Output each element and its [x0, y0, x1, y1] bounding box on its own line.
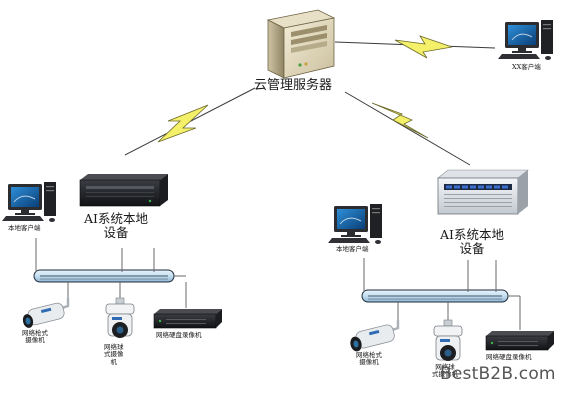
left-client-pc-icon: [2, 182, 56, 222]
left-dome-camera-label: 网络球 式摄像 机: [104, 343, 124, 366]
left-site-cables: [35, 238, 187, 308]
left-network-bus: [33, 269, 175, 283]
remote-client-label: XX客户端: [512, 63, 541, 71]
right-client-label: 本地客户端: [336, 245, 369, 253]
right-nvr-icon: [485, 331, 554, 351]
remote-client-pc-icon: [498, 20, 553, 60]
wireless-link-server-to-remote-client: [334, 35, 496, 59]
right-nvr-label: 网络硬盘录像机: [486, 353, 532, 361]
left-ai-device-label: AI系统本地 设备: [84, 211, 148, 241]
watermark-text: BestB2B.com: [440, 364, 556, 384]
right-dome-camera-label: 网络球 式摄像机: [432, 363, 458, 379]
left-client-label: 本地客户端: [8, 224, 41, 232]
cloud-server-label: 云管理服务器: [254, 78, 333, 93]
left-gun-camera-label: 网络枪式 摄像机: [22, 329, 48, 345]
wireless-link-server-to-right-site: [344, 91, 471, 166]
left-gun-camera-icon: [22, 298, 70, 328]
left-dome-camera-icon: [105, 297, 135, 338]
right-gun-camera-icon: [350, 320, 400, 352]
right-dome-camera-icon: [433, 319, 463, 361]
left-nvr-label: 网络硬盘录像机: [156, 331, 202, 339]
left-ai-device-icon: [79, 174, 168, 207]
cloud-server-icon: [266, 9, 336, 79]
wireless-link-server-to-left-site: [124, 87, 256, 156]
right-site-cables: [363, 258, 521, 330]
right-network-bus: [361, 289, 509, 303]
right-gun-camera-label: 网络枪式 摄像机: [356, 351, 382, 367]
right-client-pc-icon: [328, 204, 382, 244]
right-ai-device-icon: [437, 169, 529, 215]
right-ai-device-label: AI系统本地 设备: [440, 227, 504, 257]
left-nvr-icon: [153, 309, 222, 329]
